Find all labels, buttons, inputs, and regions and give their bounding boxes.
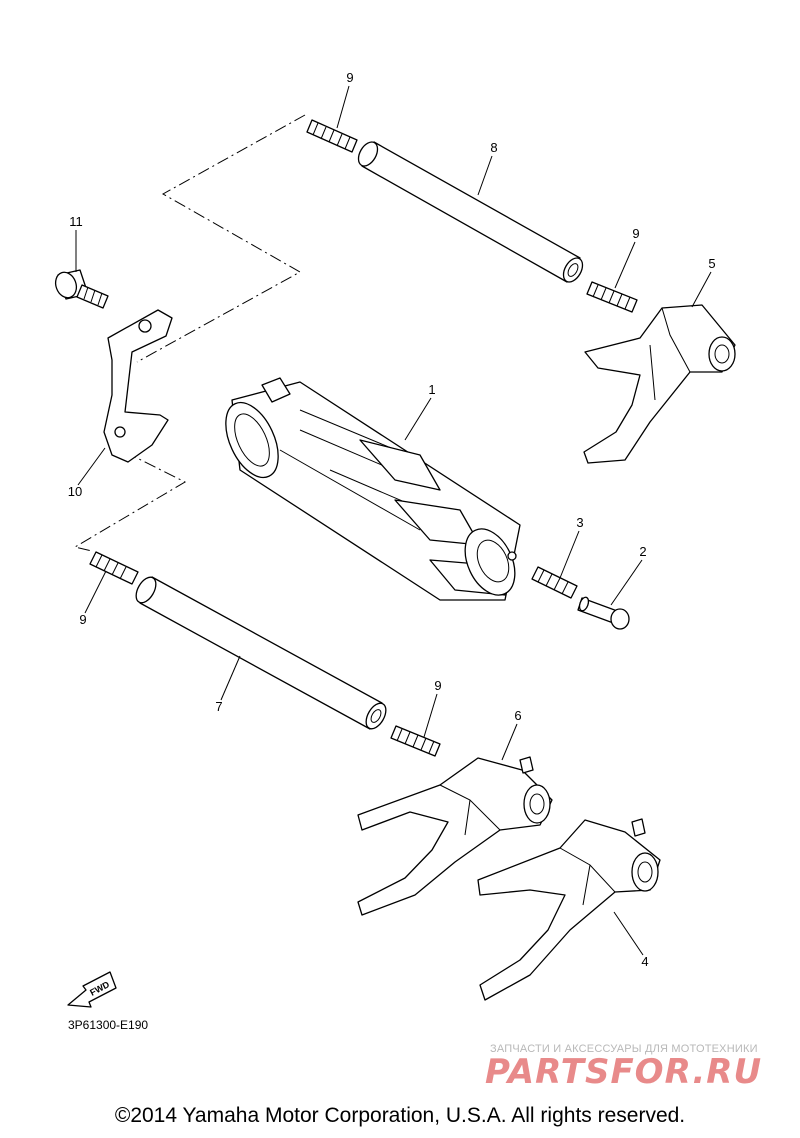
- spring-part-3: [531, 566, 578, 599]
- callout-3: 3: [576, 515, 583, 530]
- callout-9-right: 9: [632, 226, 639, 241]
- fwd-arrow-icon: FWD: [67, 971, 117, 1008]
- diagram-code: 3P61300-E190: [68, 1018, 149, 1032]
- shift-shaft-part-7: [135, 576, 387, 730]
- copyright-notice: ©2014 Yamaha Motor Corporation, U.S.A. A…: [114, 1104, 686, 1127]
- pin-part-2: [577, 596, 630, 630]
- shift-drum-part-1: [225, 377, 521, 601]
- stopper-lever-part-10: [103, 309, 173, 463]
- shift-shaft-part-8: [357, 141, 584, 283]
- watermark-logo: PARTSFOR.RU: [485, 1052, 763, 1092]
- watermark-tagline: ЗАПЧАСТИ И АКСЕССУАРЫ ДЛЯ МОТОТЕХНИКИ: [490, 1043, 758, 1055]
- callout-11: 11: [69, 214, 83, 229]
- bolt-part-11: [54, 269, 109, 309]
- callout-9-top: 9: [346, 70, 353, 85]
- shift-fork-part-6: [357, 756, 553, 916]
- spring-part-9-left: [89, 551, 139, 585]
- callout-9-bottom: 9: [434, 678, 441, 693]
- spring-part-9-bottom: [390, 725, 441, 757]
- callout-5: 5: [708, 256, 715, 271]
- callout-7: 7: [215, 699, 222, 714]
- callout-4: 4: [641, 954, 648, 969]
- callout-9-left: 9: [79, 612, 86, 627]
- shift-fork-part-5: [583, 304, 736, 464]
- callout-6: 6: [514, 708, 521, 723]
- callout-1: 1: [428, 382, 435, 397]
- spring-part-9-top: [306, 119, 358, 153]
- reference-line-upper: [136, 114, 306, 363]
- leader-lines: [75, 85, 712, 956]
- reference-line-lower: [73, 451, 187, 552]
- callout-10: 10: [68, 484, 82, 499]
- spring-part-9-right: [586, 281, 638, 313]
- shift-fork-part-4: [477, 818, 661, 1001]
- callout-2: 2: [639, 544, 646, 559]
- callout-8: 8: [490, 140, 497, 155]
